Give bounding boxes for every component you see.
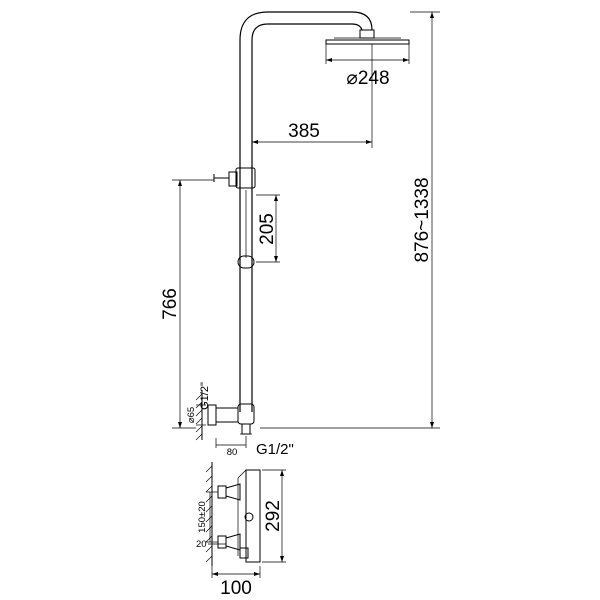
- dimension-mixer-height: 292: [262, 469, 286, 563]
- outlet-nipple: [241, 423, 251, 435]
- handshower-holder: [235, 167, 256, 189]
- dimension-arm-reach: 385: [252, 44, 373, 148]
- dimension-outlet-height: 766: [160, 179, 214, 429]
- mixer-depth-label: 100: [220, 578, 252, 599]
- dimension-slide-length: 205: [256, 194, 280, 263]
- slide-length-label: 205: [257, 213, 278, 245]
- inlet-spacing-label: 150±20: [197, 501, 208, 533]
- shower-head: [325, 39, 410, 45]
- outlet-thread-label: G1/2": [256, 441, 294, 458]
- lower-inlet-flange: [217, 535, 227, 549]
- wall-flange: [207, 404, 217, 426]
- flange-diameter-label: ⌀65: [186, 407, 197, 423]
- wall-hatching-mixer: [205, 465, 213, 563]
- wall-elbow: [215, 407, 239, 423]
- mixer-control-knob: [244, 512, 254, 522]
- outlet-height-label: 766: [160, 288, 181, 320]
- upper-inlet-flange: [217, 485, 227, 499]
- arm-curve-inner: [251, 23, 363, 41]
- arm-curve-outer: [239, 11, 373, 41]
- arm-reach-label: 385: [288, 121, 320, 142]
- thermostatic-mixer: [205, 462, 261, 566]
- mixer-bottom-outlet: [239, 547, 249, 559]
- dimension-overall-height: 876~1338: [260, 11, 440, 429]
- dimension-head-diameter: ⌀248: [325, 44, 410, 89]
- head-diameter-label: ⌀248: [346, 68, 389, 89]
- mixer-height-label: 292: [263, 500, 284, 532]
- mixer-body: [245, 469, 261, 563]
- overall-height-label: 876~1338: [412, 177, 433, 262]
- dimension-mixer-depth: 100: [211, 566, 261, 599]
- outlet-offset-label: 80: [227, 447, 238, 458]
- head-connector: [359, 29, 375, 39]
- inlet-thread-side-label: G1/2": [199, 382, 211, 410]
- dimension-flange: ⌀65 G1/2": [186, 382, 211, 426]
- dimension-outlet-offset: 80 G1/2": [215, 436, 294, 458]
- holder-clamp: [228, 171, 238, 187]
- shower-column: [195, 11, 410, 441]
- dimension-wall-depth: 20: [196, 539, 226, 550]
- mixer-body-top-edge: [237, 469, 247, 479]
- wall-depth-label: 20: [196, 539, 207, 550]
- dimension-inlet-spacing: 150±20: [197, 491, 218, 543]
- slide-knob: [237, 255, 255, 269]
